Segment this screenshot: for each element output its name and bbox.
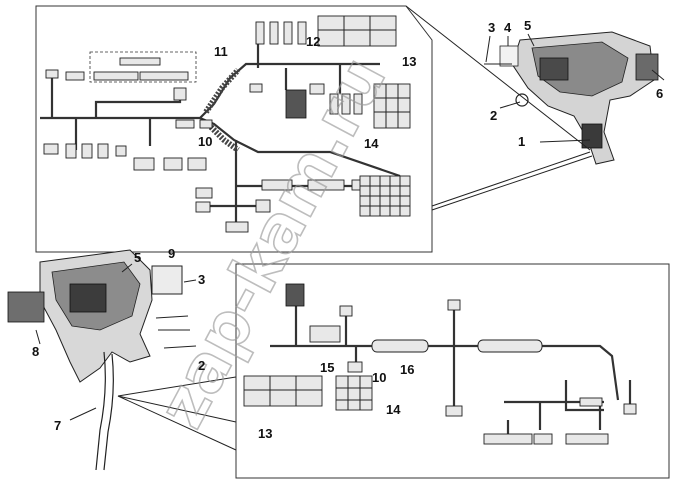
dashboard-assembly-left (7, 249, 243, 471)
callout-4: 4 (504, 20, 512, 35)
callout-8: 8 (32, 344, 39, 359)
callout-16: 16 (400, 362, 414, 377)
callout-5-top: 5 (524, 18, 531, 33)
callout-11: 11 (214, 44, 228, 59)
bottom-detail-panel (235, 263, 670, 479)
callout-7: 7 (54, 418, 61, 433)
leader-line (405, 5, 591, 151)
callout-10-bottom: 10 (372, 370, 386, 385)
callout-9: 9 (168, 246, 175, 261)
callout-14-top: 14 (364, 136, 379, 151)
callout-3-top: 3 (488, 20, 495, 35)
dashboard-assembly-right (484, 31, 665, 165)
callout-13-top: 13 (402, 54, 416, 69)
connector-group-top (43, 15, 411, 233)
callout-2-top: 2 (490, 108, 497, 123)
callout-3-left: 3 (198, 272, 205, 287)
callout-5-left: 5 (134, 250, 141, 265)
callout-10-top: 10 (198, 134, 212, 149)
top-detail-panel (35, 5, 433, 253)
callout-2-left: 2 (198, 358, 205, 373)
callout-15: 15 (320, 360, 334, 375)
callout-labels: 1 2 3 4 5 6 10 11 12 13 14 9 5 3 8 2 7 1… (32, 18, 663, 441)
callout-6: 6 (656, 86, 663, 101)
callout-12: 12 (306, 34, 320, 49)
leader-line (431, 155, 593, 211)
leader-line (431, 151, 591, 207)
callout-14-bottom: 14 (386, 402, 401, 417)
callout-13-bottom: 13 (258, 426, 272, 441)
callout-1: 1 (518, 134, 525, 149)
